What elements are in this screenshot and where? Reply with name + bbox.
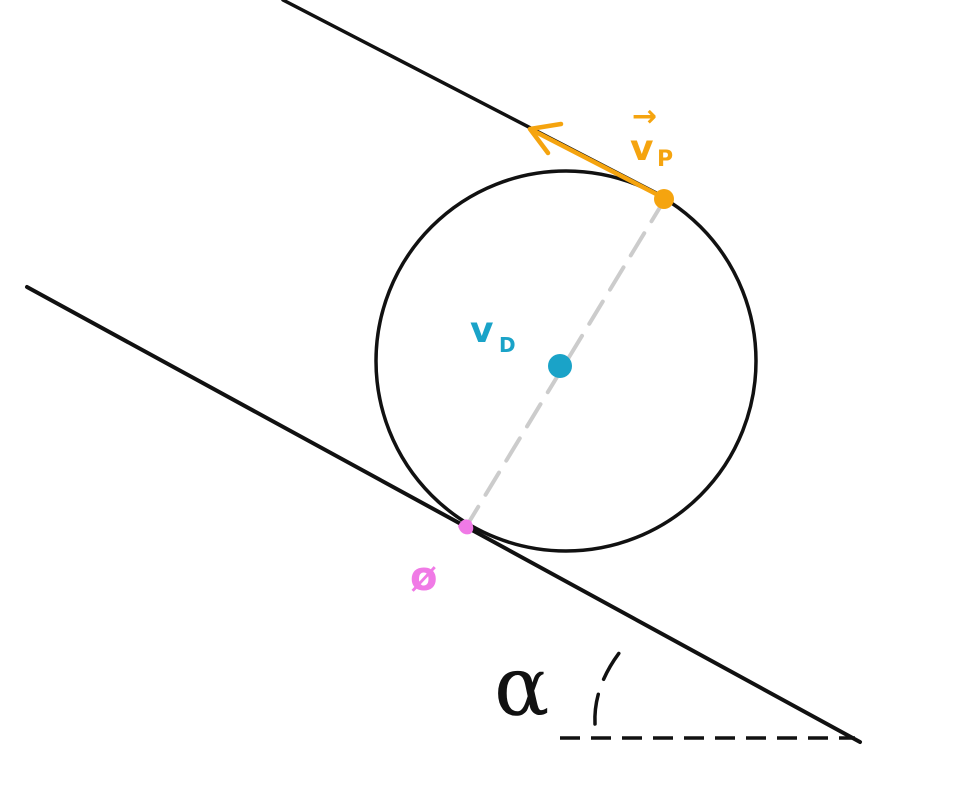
center-velocity-label: v bbox=[470, 310, 493, 351]
center-velocity-subscript: D bbox=[499, 333, 516, 357]
diameter-dashed bbox=[464, 197, 667, 529]
center-point bbox=[548, 354, 572, 378]
contact-point-label: ø bbox=[410, 554, 437, 600]
disk bbox=[374, 169, 758, 553]
top-velocity-arrow-shaft bbox=[529, 127, 667, 201]
top-point bbox=[654, 189, 674, 209]
top-velocity-arrow-symbol: → bbox=[632, 99, 657, 134]
top-velocity-arrowhead bbox=[527, 121, 564, 156]
incline-line bbox=[25, 285, 862, 744]
angle-arc bbox=[593, 640, 630, 726]
contact-point bbox=[458, 519, 474, 535]
top-velocity-subscript: P bbox=[657, 147, 673, 172]
angle-label: α bbox=[494, 640, 549, 735]
top-velocity-label: v bbox=[630, 128, 653, 169]
